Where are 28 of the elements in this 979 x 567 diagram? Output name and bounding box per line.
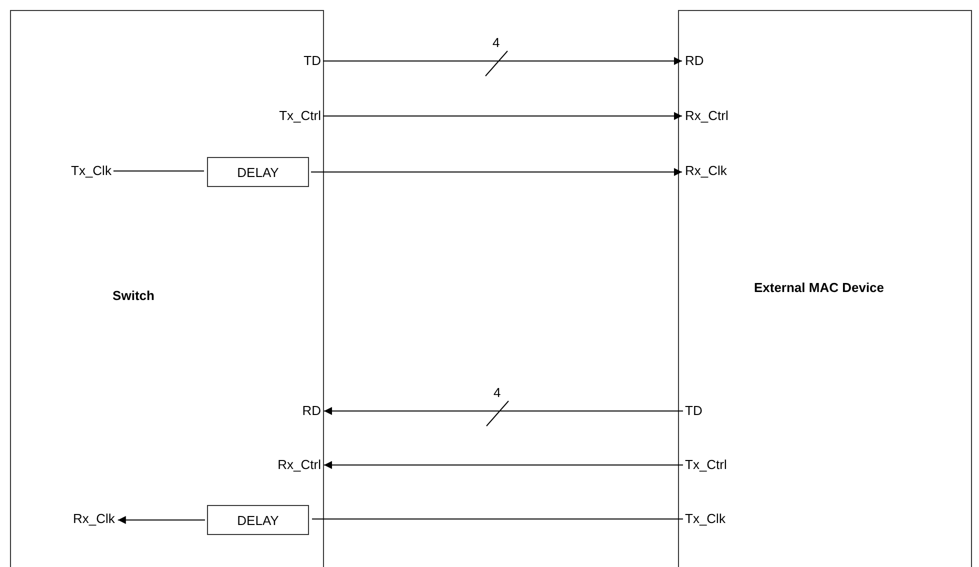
signal-line bbox=[322, 112, 682, 120]
signal-line bbox=[117, 516, 206, 524]
signal-line bbox=[312, 518, 684, 520]
delay-box: DELAY bbox=[207, 505, 309, 535]
device-block bbox=[10, 10, 324, 567]
block-title: External MAC Device bbox=[752, 279, 886, 296]
device-block bbox=[678, 10, 972, 567]
edge-label: 4 bbox=[492, 385, 503, 400]
signal-label: Tx_Ctrl bbox=[279, 108, 321, 124]
signal-label: TD bbox=[685, 403, 702, 419]
delay-box: DELAY bbox=[207, 157, 309, 187]
block-title: Switch bbox=[112, 287, 156, 304]
edge-label: 4 bbox=[490, 35, 502, 50]
signal-label: Rx_Ctrl bbox=[278, 457, 321, 473]
signal-label: RD bbox=[302, 403, 321, 419]
signal-label: Rx_Clk bbox=[73, 511, 115, 527]
signal-line bbox=[310, 168, 682, 176]
signal-line bbox=[322, 57, 682, 65]
signal-label: Tx_Ctrl bbox=[685, 457, 727, 473]
signal-label: Rx_Ctrl bbox=[685, 108, 728, 124]
signal-label: Tx_Clk bbox=[685, 511, 726, 527]
signal-line bbox=[324, 407, 684, 415]
signal-label: TD bbox=[304, 53, 321, 69]
signal-label: RD bbox=[685, 53, 704, 69]
signal-label: Tx_Clk bbox=[71, 163, 112, 179]
signal-line bbox=[324, 461, 684, 469]
signal-line bbox=[112, 170, 204, 172]
signal-label: Rx_Clk bbox=[685, 163, 727, 179]
